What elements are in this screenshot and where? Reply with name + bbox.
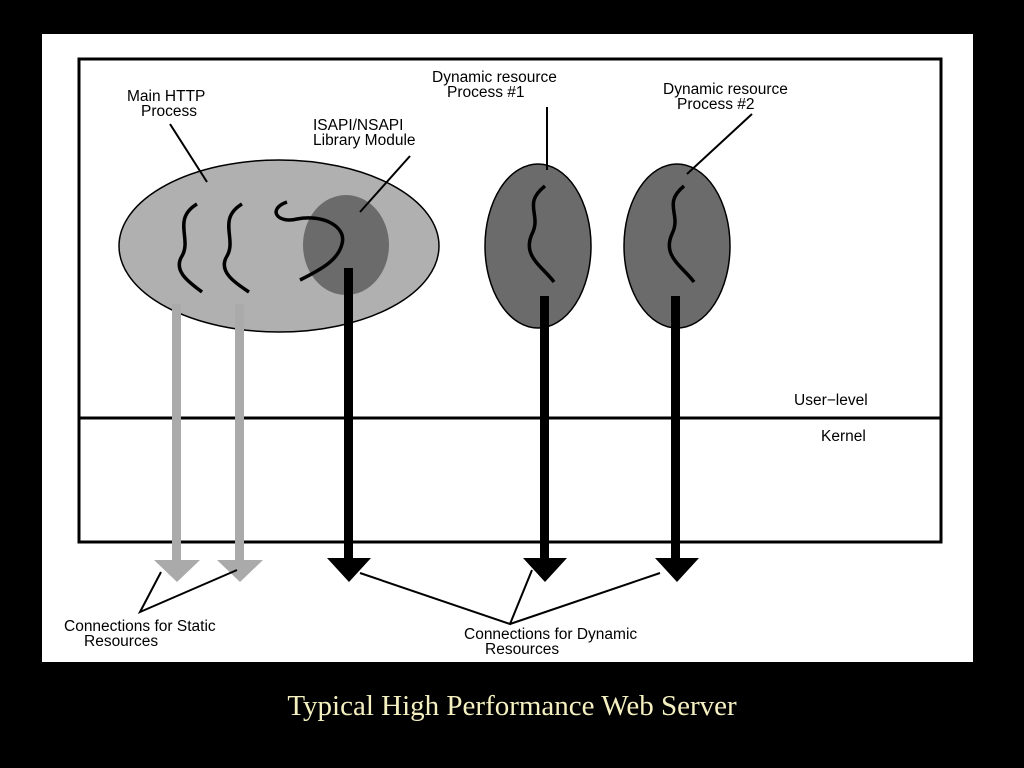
dynamic-process-1-thread-icon [527,184,556,284]
dynamic-process-2-thread-icon [667,184,696,284]
dyn1-label-line1: Dynamic resource [432,69,557,86]
isapi-label-line1: ISAPI/NSAPI [313,117,403,134]
dynamic-connections-leader-right [509,572,661,625]
isapi-label-line2: Library Module [313,132,416,149]
web-server-diagram: Main HTTP Process ISAPI/NSAPI Library Mo… [64,57,943,658]
dynamic-arrow-3-shaft [671,296,680,558]
static-arrow-2-head [217,560,263,582]
slide-caption: Typical High Performance Web Server [287,690,737,722]
main-http-process-ellipse [118,159,440,333]
dynamic-arrow-1-shaft [344,268,353,558]
static-connections-label-line1: Connections for Static [64,618,216,635]
dynamic-connections-label-line1: Connections for Dynamic [464,626,637,643]
isapi-leader-line [359,155,411,213]
dyn2-label-line1: Dynamic resource [663,81,788,98]
user-level-label: User−level [794,392,868,409]
main-http-label-line1: Main HTTP [127,88,205,105]
dynamic-connections-label-line2: Resources [485,641,559,658]
dynamic-connections-leader-left [359,569,533,626]
thread-3-icon [274,200,345,282]
main-http-label-line2: Process [141,103,197,120]
dyn2-label-line2: Process #2 [677,96,755,113]
static-arrow-1-shaft [172,304,181,560]
dynamic-process-1-ellipse [484,163,592,329]
static-connections-label-line2: Resources [84,633,158,650]
main-http-leader-line [169,123,208,183]
system-boundary-box [77,57,943,544]
dynamic-arrow-2-shaft [540,296,549,558]
thread-2-icon [222,202,250,294]
dyn1-label-line2: Process #1 [447,84,525,101]
kernel-label: Kernel [821,428,866,445]
dyn2-leader-line [686,113,753,175]
static-connections-leader [137,569,238,615]
dynamic-arrow-2-head [523,558,567,582]
static-arrow-1-head [154,560,200,582]
diagram-panel: Main HTTP Process ISAPI/NSAPI Library Mo… [42,34,973,662]
dynamic-arrow-1-head [327,558,371,582]
dynamic-arrow-3-head [655,558,699,582]
thread-1-icon [177,202,204,294]
static-arrow-2-shaft [235,304,244,560]
